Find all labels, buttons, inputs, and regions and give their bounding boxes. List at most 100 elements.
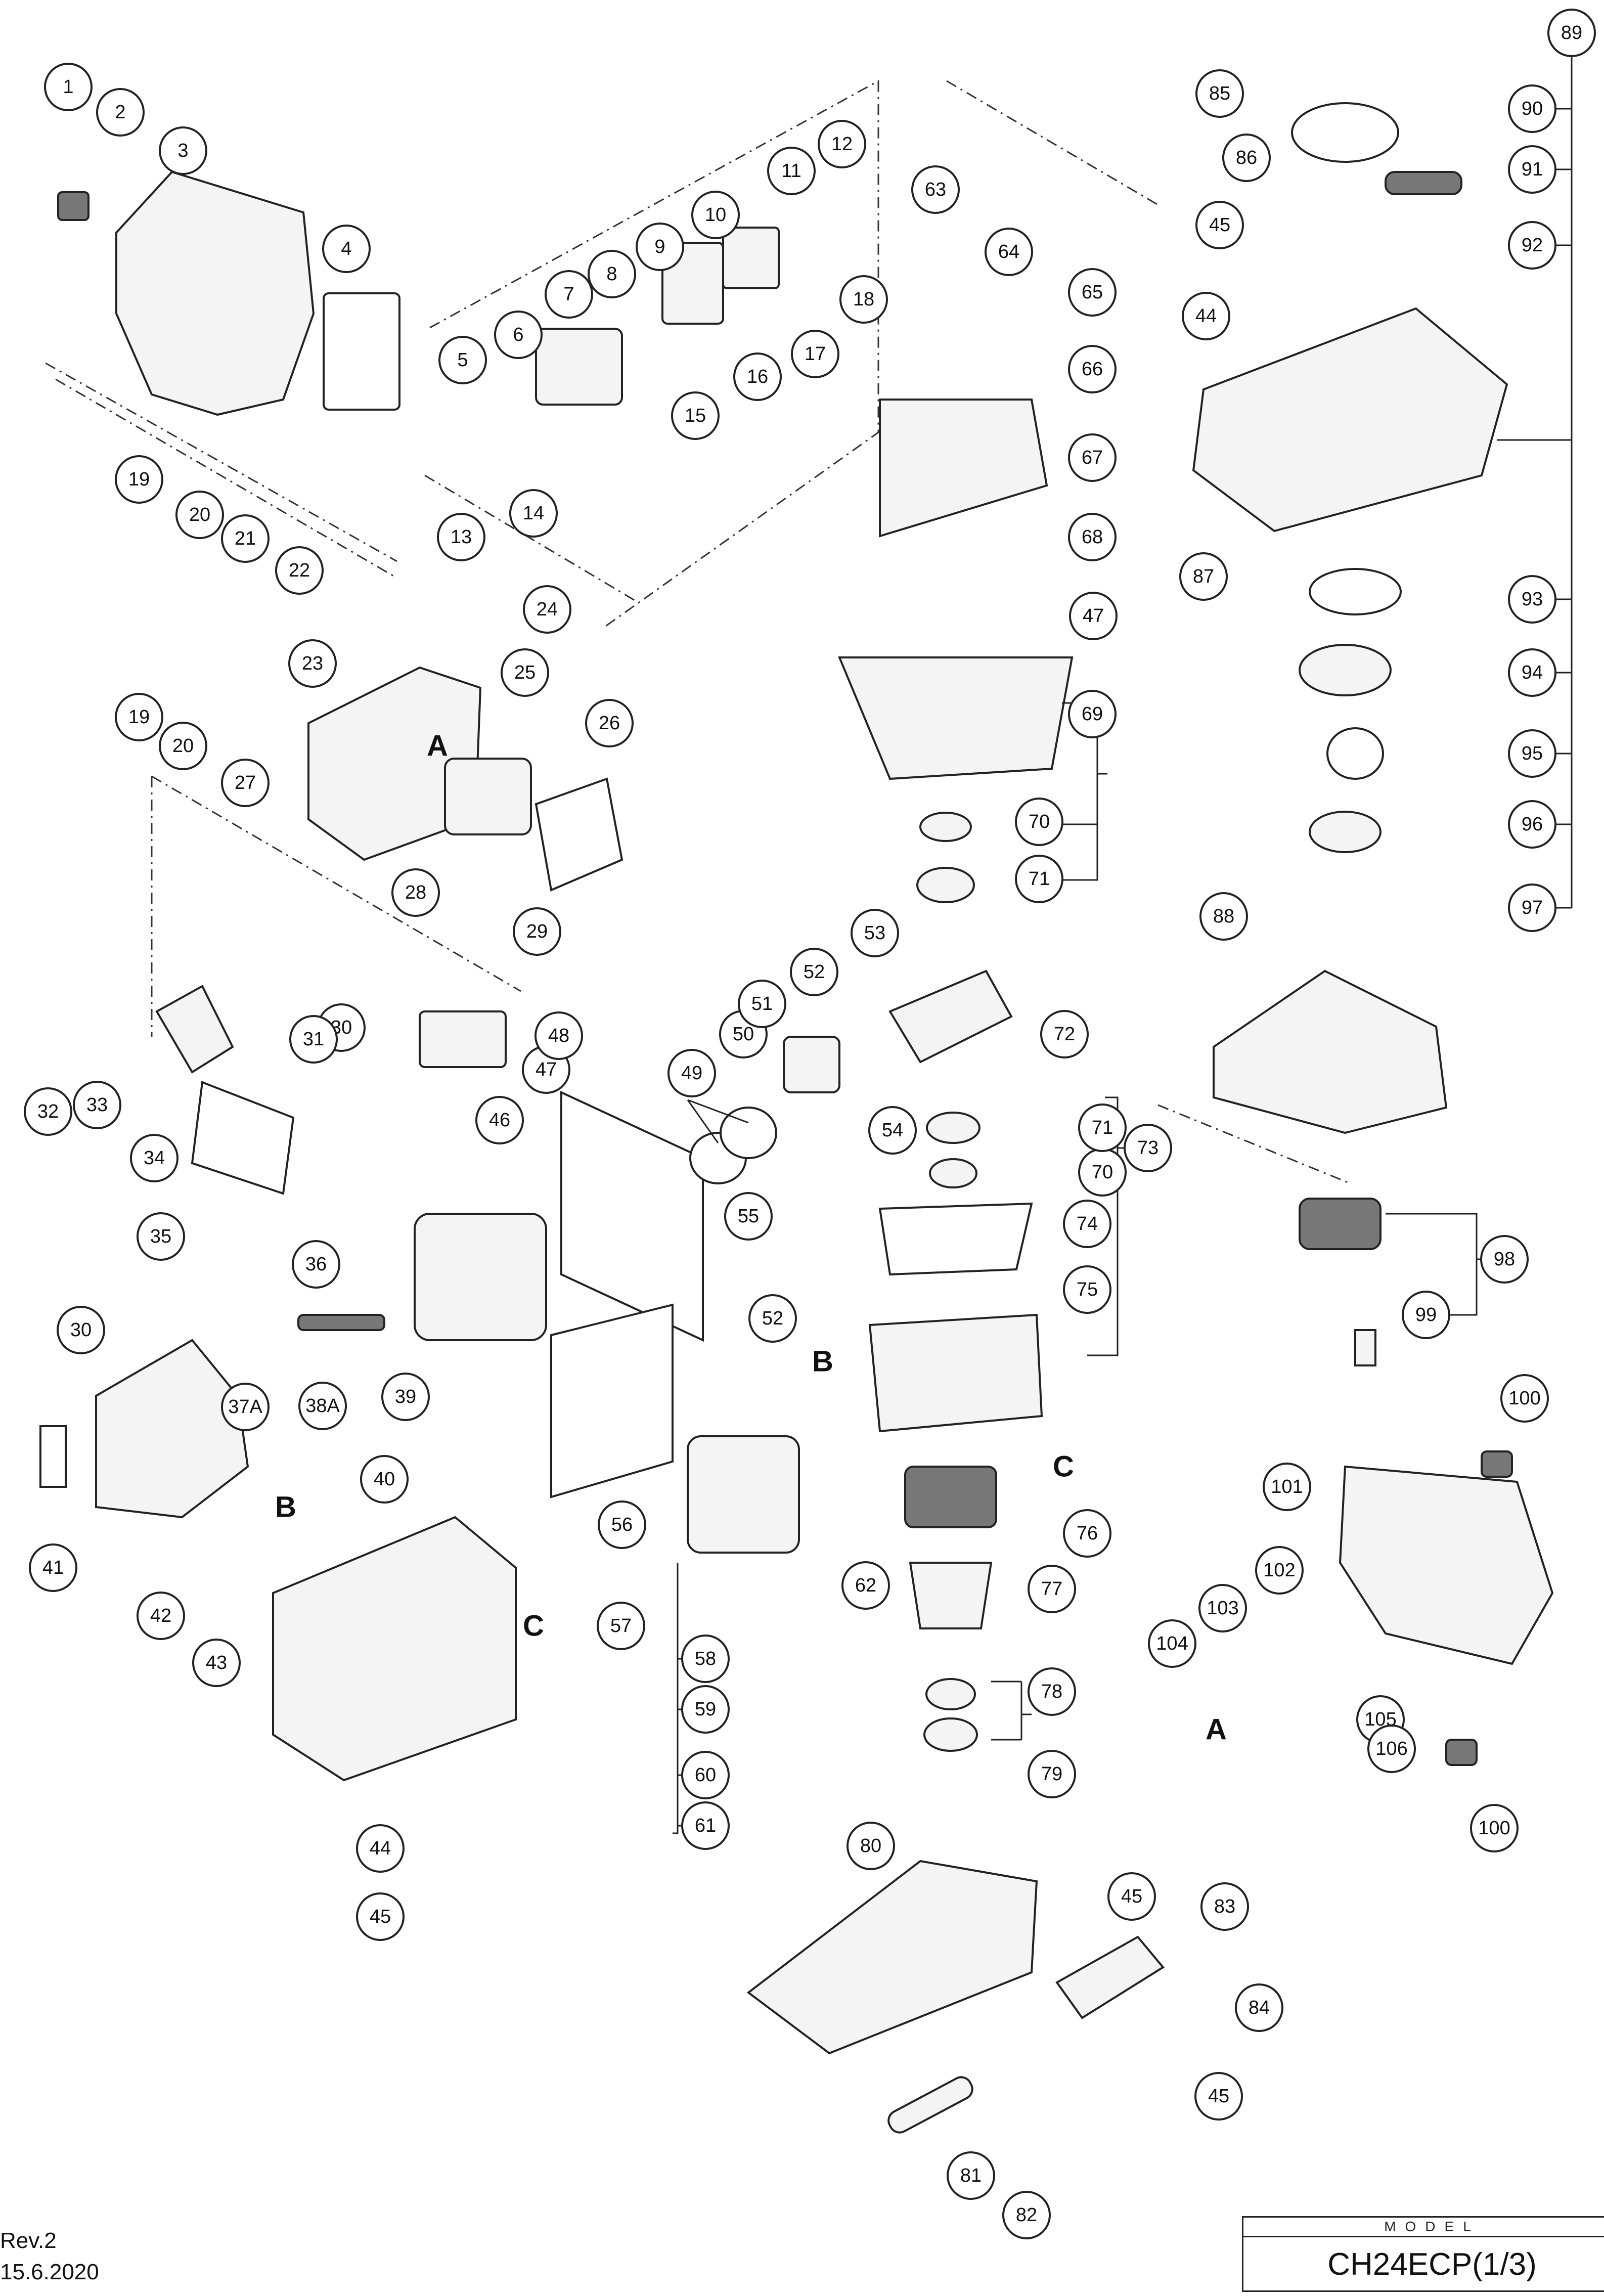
callout-92: 92 <box>1508 221 1556 270</box>
callout-number: 62 <box>855 1575 876 1596</box>
callout-104: 104 <box>1148 1619 1196 1668</box>
callout-number: 92 <box>1522 235 1543 256</box>
callout-number: 79 <box>1041 1763 1062 1785</box>
callout-45: 45 <box>356 1892 405 1941</box>
callout-36: 36 <box>292 1240 340 1289</box>
callout-number: 19 <box>128 469 150 490</box>
callout-circle <box>597 1602 645 1650</box>
callout-number: 45 <box>1209 214 1230 236</box>
callout-number: 70 <box>1092 1162 1113 1183</box>
callout-number: 39 <box>395 1386 416 1407</box>
callout-28: 28 <box>391 868 440 917</box>
callout-number: 93 <box>1522 589 1543 610</box>
callout-circle <box>1028 1565 1076 1613</box>
callout-number: 84 <box>1249 1997 1270 2018</box>
callout-circle <box>130 1134 179 1182</box>
callout-57: 57 <box>597 1602 645 1650</box>
callout-circle <box>159 722 207 770</box>
callout-70: 70 <box>1015 798 1063 846</box>
callout-23: 23 <box>288 639 337 688</box>
callout-10: 10 <box>691 191 740 239</box>
callout-circle <box>356 1824 405 1873</box>
callout-number: 42 <box>150 1605 171 1626</box>
callout-number: 57 <box>610 1615 632 1637</box>
callout-60: 60 <box>681 1751 730 1799</box>
callout-number: 19 <box>128 707 150 728</box>
callout-18: 18 <box>839 275 888 324</box>
callout-93: 93 <box>1508 575 1556 624</box>
callout-circle <box>1263 1463 1311 1511</box>
callout-91: 91 <box>1508 145 1556 194</box>
callout-circle <box>391 868 440 917</box>
bearing-70b-shape <box>929 1158 977 1188</box>
callout-circle <box>841 1561 890 1610</box>
callout-number: 13 <box>451 526 472 548</box>
callout-7: 7 <box>545 270 593 319</box>
callout-circle <box>1508 800 1556 849</box>
fuel-cap-shape <box>1299 1198 1382 1250</box>
callout-72: 72 <box>1040 1010 1089 1058</box>
callout-96: 96 <box>1508 800 1556 849</box>
callout-number: 91 <box>1522 159 1543 180</box>
callout-number: 56 <box>611 1514 633 1535</box>
callout-circle <box>1040 1010 1089 1058</box>
callout-3: 3 <box>159 126 207 175</box>
callout-circle <box>437 513 485 561</box>
callout-29: 29 <box>513 907 561 956</box>
callout-circle <box>767 147 816 195</box>
callout-circle <box>360 1455 409 1504</box>
callout-number: 60 <box>695 1764 716 1786</box>
callout-number: 99 <box>1415 1304 1437 1326</box>
callout-63: 63 <box>911 165 960 214</box>
clutch-drum-shape <box>909 1562 993 1629</box>
crankshaft-shape <box>888 969 1013 1064</box>
callout-53: 53 <box>851 909 899 957</box>
callout-74: 74 <box>1063 1200 1111 1248</box>
callout-number: 23 <box>302 653 323 674</box>
callout-number: 38A <box>305 1395 340 1417</box>
callout-circle <box>501 648 549 697</box>
plate-41-shape <box>39 1425 67 1488</box>
callout-5: 5 <box>438 336 487 384</box>
callout-circle <box>1508 145 1556 194</box>
callout-45: 45 <box>1107 1872 1156 1921</box>
callout-number: 94 <box>1522 662 1543 683</box>
callout-circle <box>1078 1103 1127 1152</box>
callout-number: 53 <box>864 922 885 944</box>
callout-31: 31 <box>289 1015 338 1064</box>
bearing-71b-shape <box>926 1112 981 1144</box>
callout-85: 85 <box>1195 69 1244 118</box>
callout-number: 68 <box>1082 526 1103 548</box>
callout-86: 86 <box>1222 134 1271 182</box>
callout-number: 6 <box>513 324 523 345</box>
callout-106: 106 <box>1367 1725 1416 1773</box>
callout-20: 20 <box>175 491 224 539</box>
callout-circle <box>598 1500 646 1549</box>
callout-circle <box>585 699 634 747</box>
piston-shape <box>783 1036 840 1093</box>
callout-37a: 37A <box>221 1383 270 1431</box>
callout-41: 41 <box>29 1543 77 1592</box>
callout-number: 45 <box>370 1906 391 1927</box>
callout-circle <box>1199 892 1248 941</box>
assembly-boundaries <box>45 79 1351 1184</box>
callout-number: 100 <box>1478 1818 1510 1839</box>
callout-99: 99 <box>1402 1291 1450 1339</box>
fan-housing-shape <box>838 656 1074 780</box>
callout-circle <box>288 639 337 688</box>
spring-93-shape <box>1309 568 1402 615</box>
callout-number: 26 <box>599 713 620 734</box>
callout-59: 59 <box>681 1685 730 1734</box>
callout-83: 83 <box>1200 1882 1249 1931</box>
callout-circle <box>1508 221 1556 270</box>
callout-8: 8 <box>588 250 636 298</box>
callout-number: 43 <box>206 1652 227 1673</box>
callout-64: 64 <box>985 228 1033 276</box>
callout-number: 104 <box>1156 1633 1188 1654</box>
ratchet-96-shape <box>1309 811 1382 853</box>
callout-13: 13 <box>437 513 485 561</box>
callout-circle <box>292 1240 340 1289</box>
callout-circle <box>356 1892 405 1941</box>
fuel-tank-shape <box>1339 1465 1554 1665</box>
callout-circle <box>115 455 163 504</box>
